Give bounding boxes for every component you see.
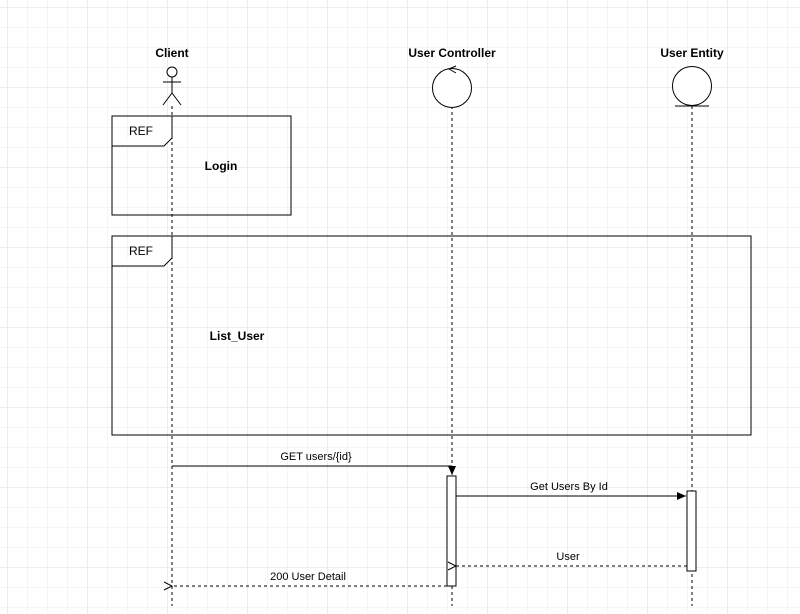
client-actor-icon — [162, 66, 182, 106]
ref-frame-list-user — [111, 235, 752, 436]
entity-title: User Entity — [660, 46, 724, 60]
message-get-users-by-id-label: Get Users By Id — [530, 481, 608, 493]
controller-control-icon — [432, 65, 472, 108]
message-user-label: User — [556, 551, 580, 563]
ref-frame-login — [111, 115, 292, 216]
ref-name-list-user: List_User — [209, 329, 265, 343]
controller-title: User Controller — [408, 46, 496, 60]
ref-name-login: Login — [204, 159, 238, 173]
entity-activation-bar — [686, 490, 697, 572]
message-get-users-id-label: GET users/{id} — [280, 451, 352, 463]
client-title: Client — [155, 46, 189, 60]
entity-icon — [672, 66, 712, 107]
controller-activation-bar — [446, 475, 457, 587]
message-200-user-detail-label: 200 User Detail — [270, 571, 346, 583]
ref-tag-login: REF — [129, 124, 153, 138]
ref-tag-list-user: REF — [129, 244, 153, 258]
